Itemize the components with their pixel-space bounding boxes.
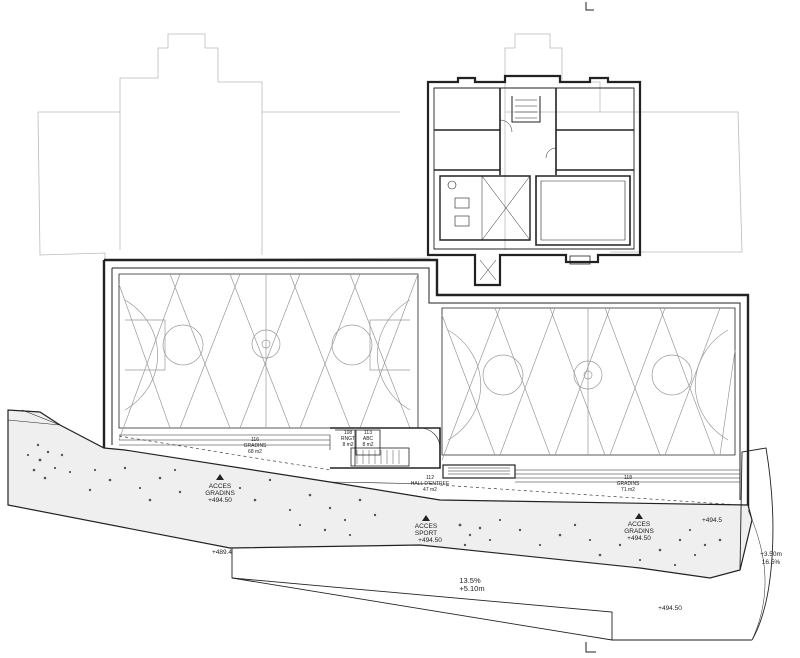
vegetation — [26, 443, 722, 567]
section-marker-top — [585, 2, 594, 11]
arrow-acces-gradins-right — [635, 513, 643, 519]
level-left-low: +489.4 — [212, 549, 232, 556]
acces-sport-line2: SPORT — [415, 530, 437, 537]
room-108-area: 8 m2 — [342, 442, 353, 448]
ramp-outline — [231, 447, 774, 641]
entrance-arrows — [216, 474, 643, 521]
room-112-area: 47 m2 — [423, 487, 437, 493]
arrow-acces-gradins-left — [216, 474, 224, 480]
acces-sport-level: +494.50 — [418, 537, 442, 544]
room-113-name: ABC — [363, 436, 374, 442]
room-116-area: 68 m2 — [248, 449, 262, 455]
room-113-number: 113 — [364, 430, 372, 436]
room-112-number: 112 — [426, 475, 434, 481]
service-block — [330, 427, 441, 469]
acces-sport-line1: ACCES — [415, 523, 438, 530]
acces-gradins-left-level: +494.50 — [208, 497, 232, 504]
upper-building — [426, 74, 642, 287]
room-112-name: HALL D'ENTREE — [411, 481, 450, 487]
arrow-acces-sport — [422, 515, 430, 521]
level-right-mid: +494.5 — [702, 517, 722, 524]
section-marker-bottom — [585, 642, 596, 653]
acces-gradins-right-line2: GRADINS — [624, 528, 654, 535]
room-118-number: 118 — [624, 475, 632, 481]
side-slope-percent: 16.5% — [762, 559, 781, 566]
room-118-area: 71 m2 — [621, 487, 635, 493]
sports-hall-walls — [102, 258, 750, 510]
level-bottom: +494.50 — [658, 605, 682, 612]
acces-gradins-right-line1: ACCES — [628, 521, 651, 528]
ramp-slope-percent: 13.5% — [459, 576, 481, 585]
stands-right — [439, 464, 741, 506]
acces-gradins-left-line1: ACCES — [209, 483, 232, 490]
neighbour-building-outline — [37, 33, 743, 261]
acces-gradins-right-level: +494.50 — [627, 535, 651, 542]
landscape-band — [7, 409, 753, 579]
room-116-number: 116 — [251, 437, 259, 443]
room-118-name: GRADINS — [617, 481, 640, 487]
room-108-number: 108 — [344, 430, 353, 436]
room-116-name: GRADINS — [244, 443, 267, 449]
ramp-slope-height: +5.10m — [459, 584, 484, 593]
court-right — [441, 307, 736, 461]
acces-gradins-left-line2: GRADINS — [205, 490, 235, 497]
room-108-name: RNGT — [341, 436, 355, 442]
court-left — [118, 273, 419, 441]
side-slope-height: +3.50m — [760, 551, 782, 558]
room-113-area: 8 m2 — [362, 442, 373, 448]
